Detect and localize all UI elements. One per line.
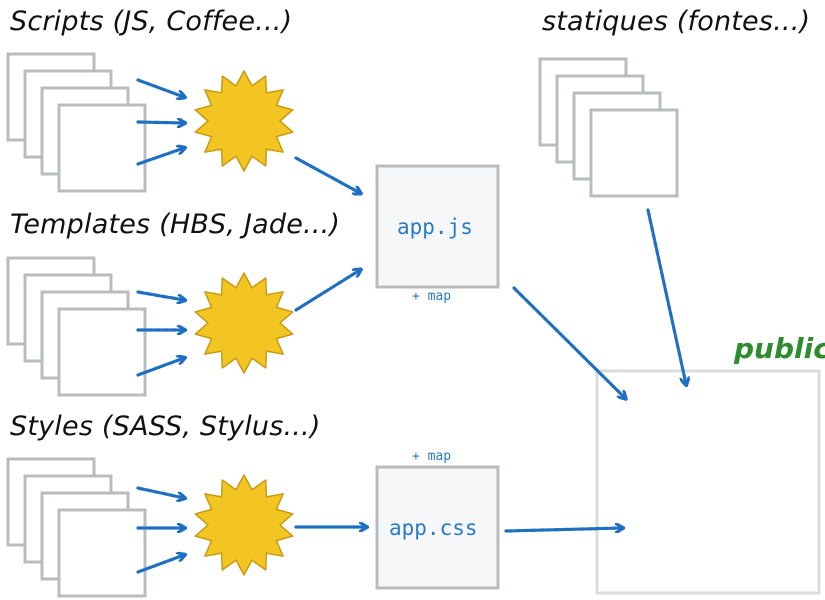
styles-heading: Styles (SASS, Stylus...) <box>10 411 321 442</box>
app-css-filename: app.css <box>389 516 478 540</box>
flow-arrow-icon <box>646 208 686 384</box>
file-sheet-icon <box>57 508 147 598</box>
scripts-heading: Scripts (JS, Coffee...) <box>10 6 293 37</box>
scripts-compiler-sun-icon <box>194 70 294 172</box>
flow-arrow-icon <box>512 286 625 398</box>
scripts-file-stack-icon <box>6 52 147 193</box>
app-js-filename: app.js <box>397 215 473 239</box>
flow-arrow-icon <box>294 270 360 312</box>
styles-compiler-sun-icon <box>194 474 294 576</box>
styles-file-stack-icon <box>6 457 147 598</box>
app-css-map-label: + map <box>412 449 452 464</box>
app-css-output-box <box>375 465 500 590</box>
flow-arrow-icon <box>136 555 184 574</box>
public-folder-box <box>595 369 821 595</box>
flow-arrow-icon <box>294 156 360 193</box>
compiler-sun-icon <box>194 474 294 576</box>
templates-heading: Templates (HBS, Jade...) <box>10 209 341 240</box>
compiler-sun-icon <box>194 272 294 374</box>
flow-arrow-icon <box>136 78 184 97</box>
file-sheet-icon <box>57 103 147 193</box>
file-sheet-icon <box>589 108 679 198</box>
flow-arrow-icon <box>504 528 622 531</box>
file-sheet-icon <box>57 307 147 397</box>
flow-arrow-icon <box>136 148 184 166</box>
app-js-output-box <box>375 164 500 289</box>
flow-arrow-icon <box>136 122 184 123</box>
flow-arrow-icon <box>136 358 184 377</box>
public-folder-label: public/ <box>734 332 825 365</box>
statics-file-stack-icon <box>538 57 679 198</box>
templates-file-stack-icon <box>6 256 147 397</box>
flow-arrow-icon <box>136 486 184 498</box>
flow-arrow-icon <box>136 290 184 300</box>
app-js-map-label: + map <box>412 289 452 304</box>
statics-heading: statiques (fontes...) <box>542 6 811 37</box>
flow-arrows <box>136 78 686 574</box>
templates-compiler-sun-icon <box>194 272 294 374</box>
compiler-sun-icon <box>194 70 294 172</box>
